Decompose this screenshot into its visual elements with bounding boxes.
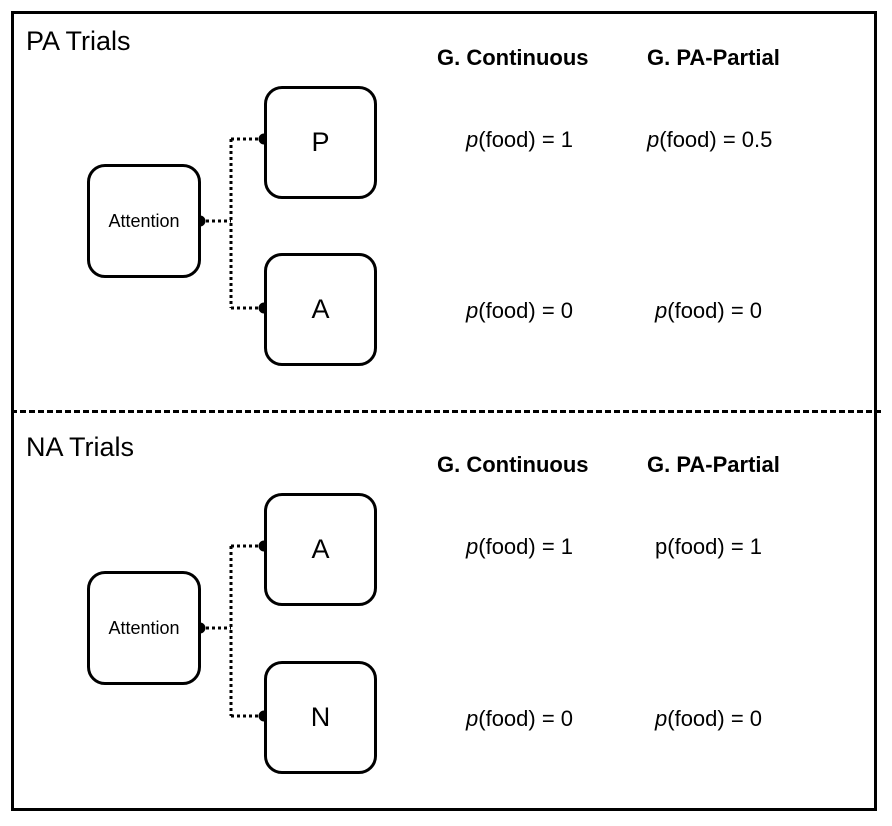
na-trials-title: NA Trials xyxy=(26,432,135,462)
na-n-partial-prob: p(food) = 0 xyxy=(655,706,763,731)
section-divider xyxy=(11,410,881,413)
pa-a-partial-prob: p(food) = 0 xyxy=(655,298,763,323)
pa-trials-title: PA Trials xyxy=(26,26,131,56)
na-col-continuous: G. Continuous xyxy=(437,452,589,477)
pa-cue-a-box: A xyxy=(264,253,377,366)
na-attention-label: Attention xyxy=(108,617,180,638)
pa-p-continuous-prob: p(food) = 1 xyxy=(466,127,574,152)
pa-p-partial-prob: p(food) = 0.5 xyxy=(647,127,773,152)
pa-col-partial: G. PA-Partial xyxy=(647,45,780,70)
na-a-partial-prob: p(food) = 1 xyxy=(655,534,763,559)
pa-col-continuous: G. Continuous xyxy=(437,45,589,70)
pa-attention-box: Attention xyxy=(87,164,201,278)
na-cue-n-box: N xyxy=(264,661,377,774)
na-cue-a-label: A xyxy=(311,534,330,564)
na-attention-box: Attention xyxy=(87,571,201,685)
na-cue-a-box: A xyxy=(264,493,377,606)
na-n-continuous-prob: p(food) = 0 xyxy=(466,706,574,731)
na-a-continuous-prob: p(food) = 1 xyxy=(466,534,574,559)
na-cue-n-label: N xyxy=(310,702,331,732)
pa-cue-p-box: P xyxy=(264,86,377,199)
pa-cue-p-label: P xyxy=(311,127,330,157)
pa-attention-label: Attention xyxy=(108,210,180,231)
na-col-partial: G. PA-Partial xyxy=(647,452,780,477)
pa-cue-a-label: A xyxy=(311,294,330,324)
pa-a-continuous-prob: p(food) = 0 xyxy=(466,298,574,323)
